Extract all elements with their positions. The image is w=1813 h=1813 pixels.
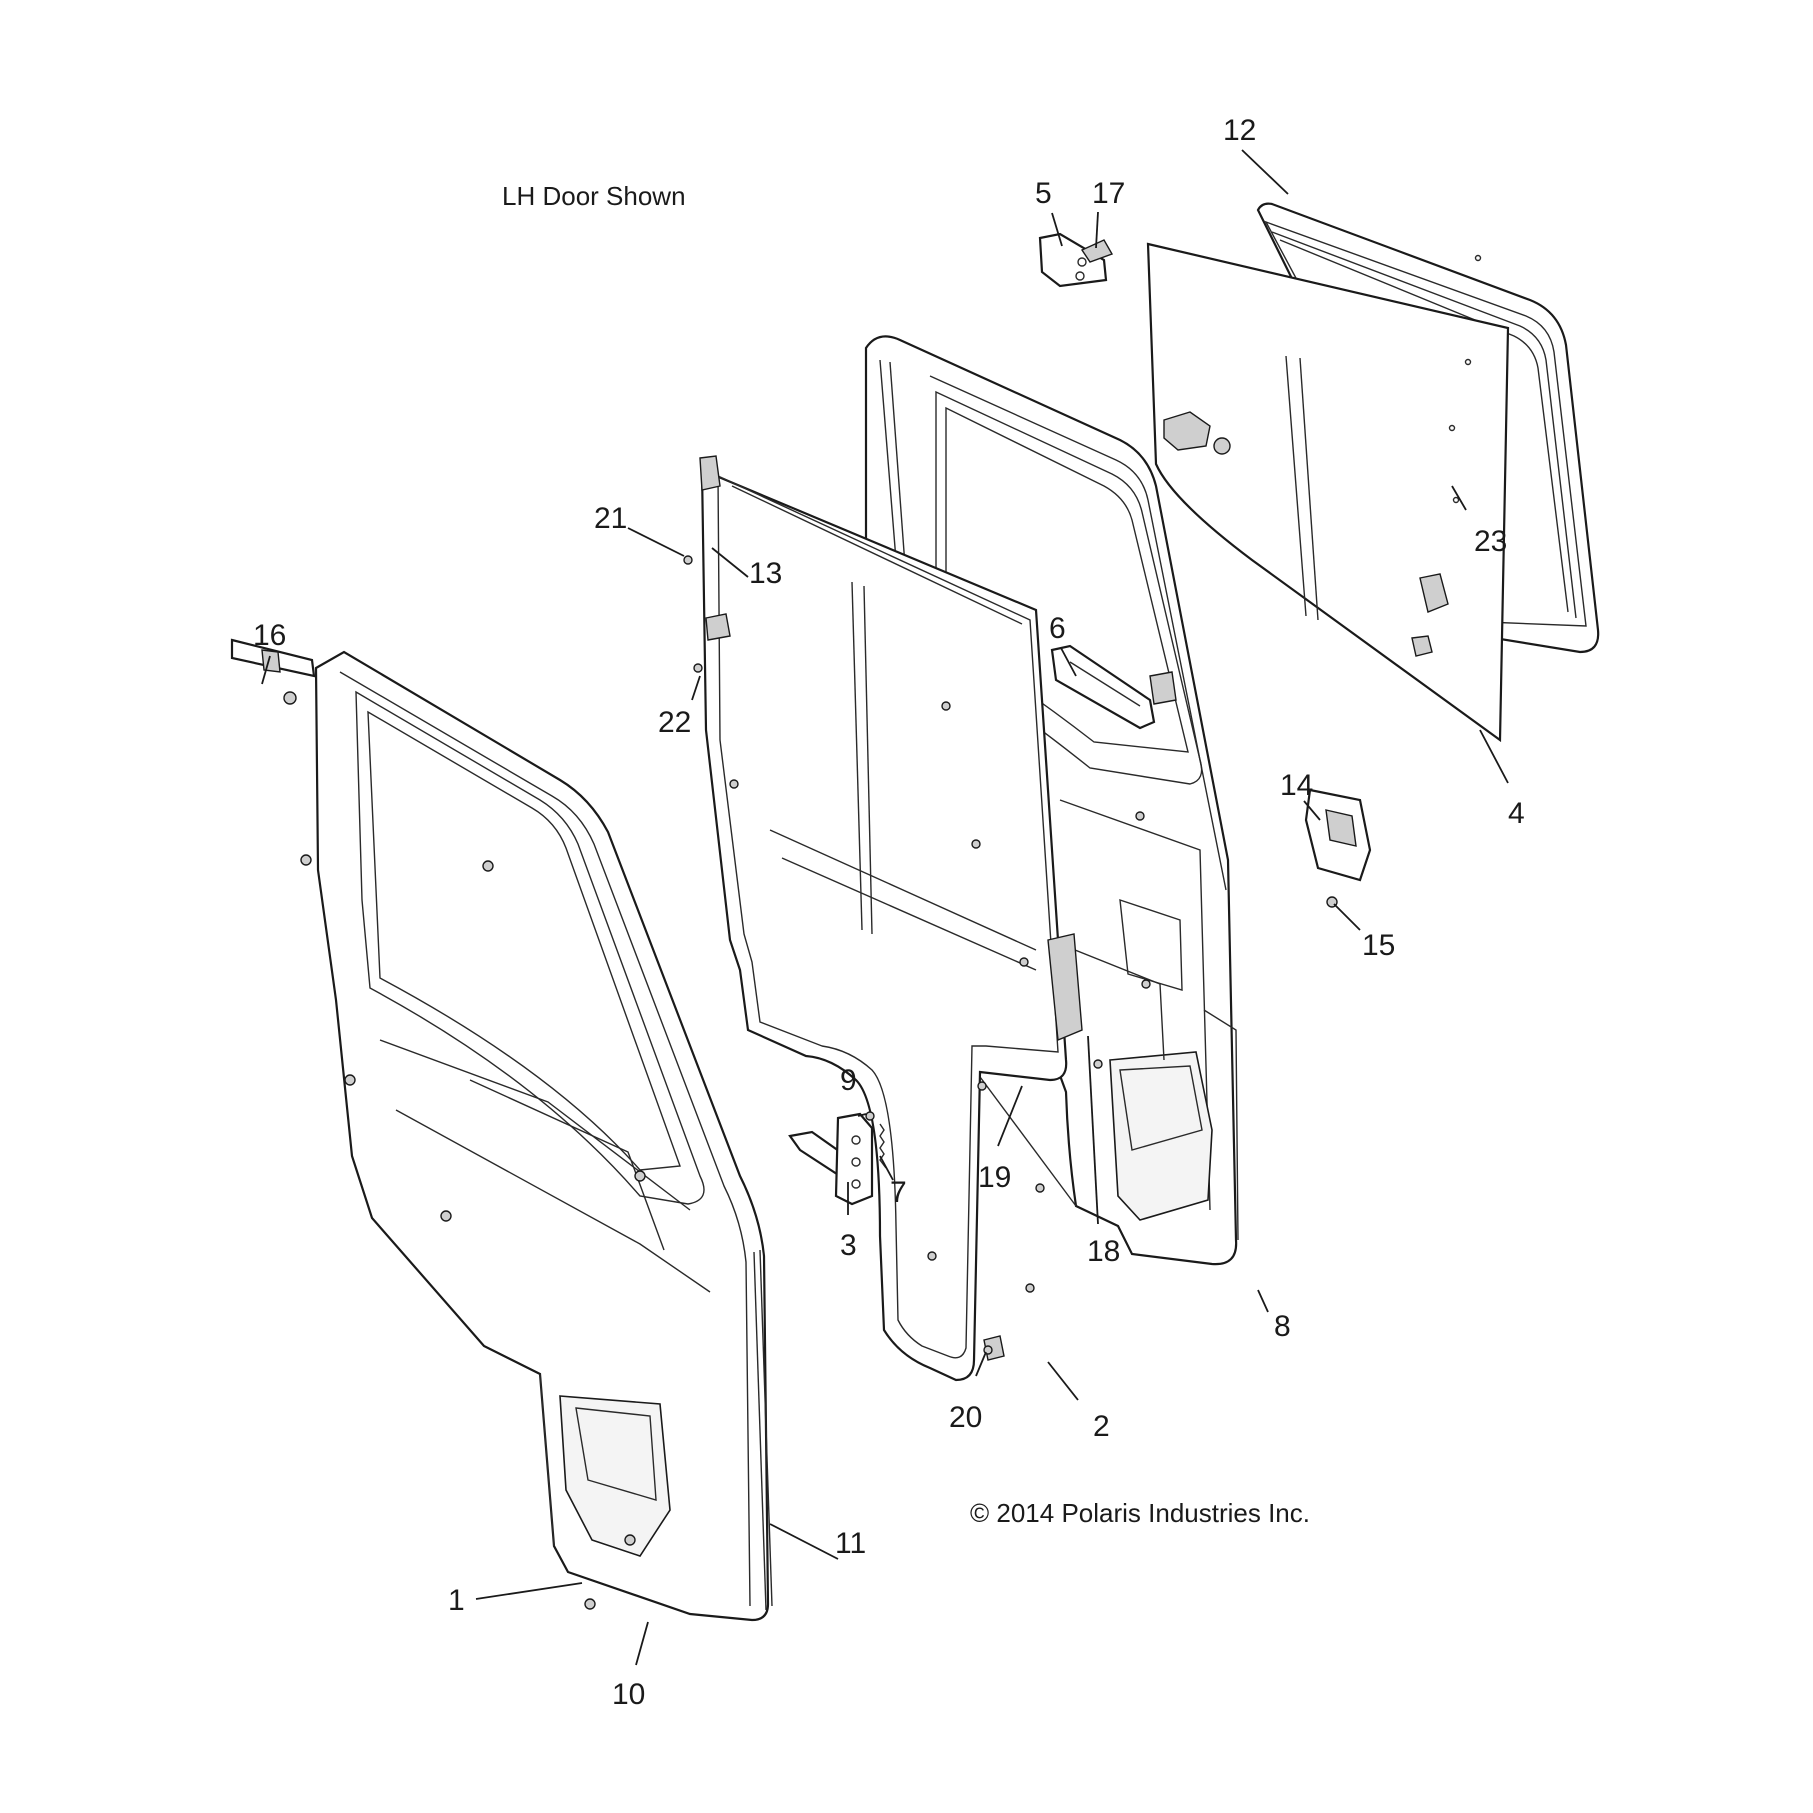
callout-18: 18: [1087, 1235, 1120, 1268]
part-8-door-inner-panel: [864, 335, 1239, 1266]
diagram-caption: LH Door Shown: [502, 181, 686, 211]
callout-19: 19: [978, 1161, 1011, 1194]
callout-9: 9: [840, 1064, 857, 1097]
copyright-notice: © 2014 Polaris Industries Inc.: [970, 1498, 1310, 1528]
callout-11: 11: [835, 1527, 866, 1560]
part-9-rivet: [865, 1111, 875, 1121]
part-3-latch: [788, 1112, 874, 1206]
callout-16: 16: [253, 619, 286, 652]
part-6-handle: [1050, 644, 1177, 730]
callout-15: 15: [1362, 929, 1395, 962]
callout-3: 3: [840, 1229, 857, 1262]
callout-10: 10: [612, 1678, 645, 1711]
callout-23: 23: [1474, 525, 1507, 558]
fasteners: [300, 555, 1151, 1610]
leader-lines: [261, 149, 1509, 1666]
callout-8: 8: [1274, 1310, 1291, 1343]
callout-12: 12: [1223, 114, 1256, 147]
callout-22: 22: [658, 706, 691, 739]
callout-14: 14: [1280, 769, 1313, 802]
callout-17: 17: [1092, 177, 1125, 210]
callout-20: 20: [949, 1401, 982, 1434]
callout-1: 1: [448, 1584, 465, 1617]
part-4-window-glass: [1146, 242, 1510, 743]
callout-5: 5: [1035, 177, 1052, 210]
callout-6: 6: [1049, 612, 1066, 645]
callout-4: 4: [1508, 797, 1525, 830]
part-14-latch-striker: [1304, 788, 1372, 882]
part-2-door-frame: [699, 455, 1083, 1382]
callout-2: 2: [1093, 1410, 1110, 1443]
part-10-door-outer-panel: [314, 650, 773, 1622]
callout-labels: 1 2 3 4 5 6 7 8 9 10 11 12 13 14 15 16 1…: [253, 114, 1525, 1711]
part-5-hinge: [1038, 232, 1108, 288]
callout-7: 7: [890, 1176, 907, 1209]
callout-21: 21: [594, 502, 627, 535]
callout-13: 13: [749, 557, 782, 590]
